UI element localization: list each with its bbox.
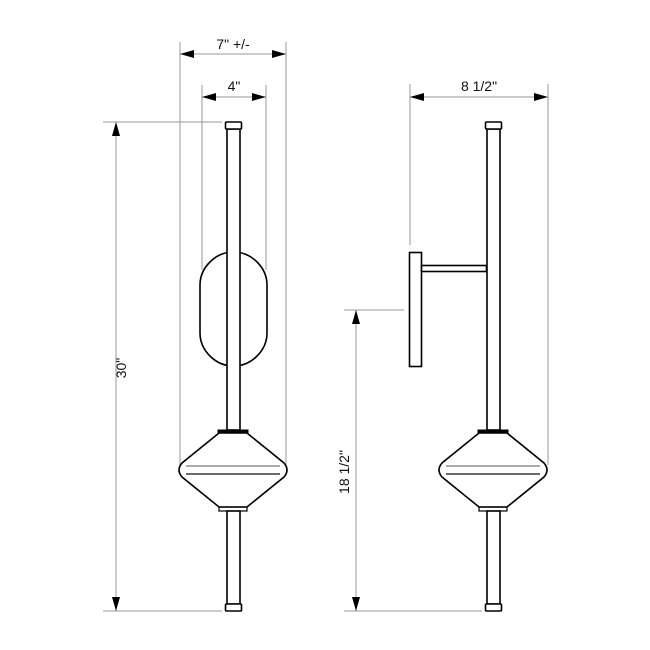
front-view: 7" +/- 4" 30" (103, 36, 288, 612)
arrow-down-icon (352, 597, 360, 611)
upper-rod (486, 128, 501, 431)
upper-rod (226, 128, 241, 431)
diamond-shade (178, 429, 288, 512)
mount-height-label: 18 1/2" (336, 450, 352, 494)
bottom-cap (484, 603, 503, 612)
overall-height-label: 30" (113, 358, 129, 379)
lower-rod (486, 510, 501, 605)
backplate-width-label: 4" (228, 78, 241, 94)
dimension-overall-height: 30" (103, 121, 222, 612)
dimension-overall-width: 7" +/- (179, 36, 287, 470)
bottom-cap (224, 603, 243, 612)
arrow-up-icon (352, 310, 360, 324)
arrow-up-icon (112, 122, 120, 136)
projection-label: 8 1/2" (461, 78, 497, 94)
arrow-right-icon (534, 93, 548, 101)
arrow-down-icon (112, 597, 120, 611)
arrow-right-icon (252, 93, 266, 101)
arrow-left-icon (410, 93, 424, 101)
dimension-mount-height: 18 1/2" (336, 309, 482, 612)
overall-width-label: 7" +/- (216, 36, 250, 52)
lower-rod (226, 510, 241, 605)
dimension-projection: 8 1/2" (409, 78, 549, 465)
wall-plate (408, 251, 423, 368)
arrow-left-icon (202, 93, 216, 101)
side-view: 8 1/2" 18 1/2" (336, 78, 549, 612)
diamond-shade (438, 429, 548, 512)
arm (420, 264, 488, 273)
top-cap (484, 121, 503, 130)
top-cap (224, 121, 243, 130)
arrow-right-icon (272, 50, 286, 58)
arrow-left-icon (180, 50, 194, 58)
dimension-backplate-width: 4" (201, 78, 267, 270)
